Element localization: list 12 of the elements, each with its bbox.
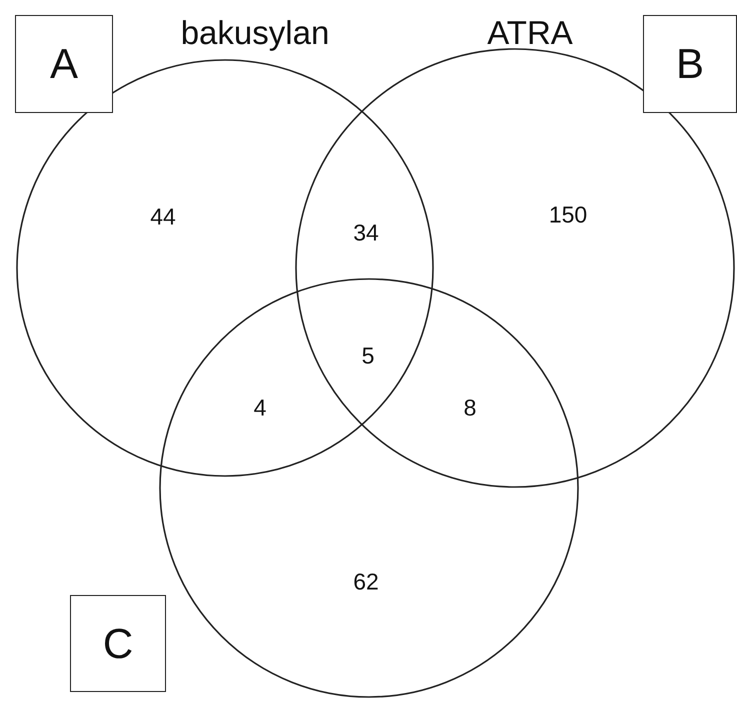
count-label: 5 xyxy=(362,342,374,370)
set-label: ATRA xyxy=(487,14,573,52)
count-label: 8 xyxy=(464,394,476,422)
count-label: 34 xyxy=(353,220,379,246)
letter-box: C xyxy=(70,595,166,692)
count-label: 62 xyxy=(353,568,379,596)
letter-box: A xyxy=(15,15,113,113)
count-label: 150 xyxy=(548,202,588,228)
count-label: 4 xyxy=(254,394,266,422)
letter-box: B xyxy=(643,15,737,113)
count-label: 44 xyxy=(150,204,176,230)
set-label: bakusylan xyxy=(180,14,330,52)
